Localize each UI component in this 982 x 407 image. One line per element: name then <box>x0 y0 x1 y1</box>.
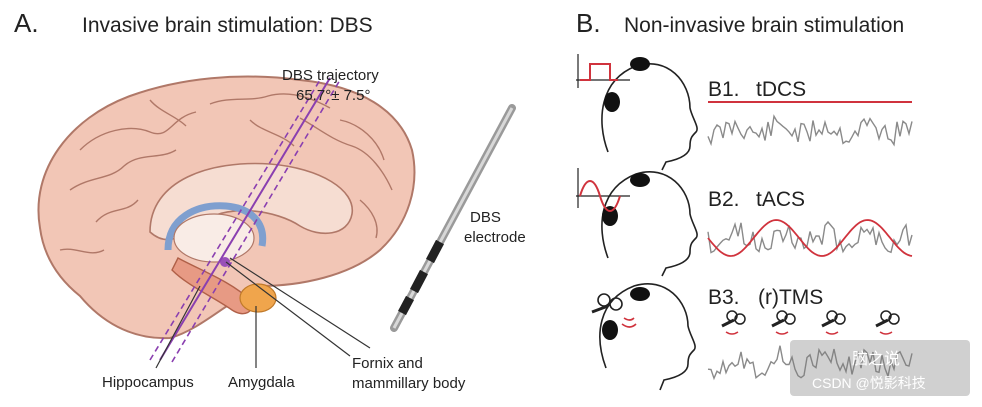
panel-a-title: Invasive brain stimulation: DBS <box>82 14 373 37</box>
mammillary-body <box>220 257 230 267</box>
label-hippocampus: Hippocampus <box>102 374 194 391</box>
b2-head <box>576 168 698 277</box>
tms-pulse-coil-icon <box>875 310 900 335</box>
b1-eeg-trace <box>707 114 913 147</box>
watermark: 脑之说 CSDN @悦影科技 <box>790 340 970 396</box>
panel-a-letter: A. <box>14 8 39 38</box>
watermark-line1: 脑之说 <box>852 350 900 368</box>
trajectory-label-line1: DBS trajectory <box>282 67 379 84</box>
electrode-label-line1: DBS <box>470 209 501 226</box>
label-fornix-line2: mammillary body <box>352 375 466 392</box>
trajectory-label-line2: 65.7°± 7.5° <box>296 87 370 104</box>
thalamus <box>173 213 255 263</box>
leader-lines <box>155 257 371 369</box>
brain-illustration <box>37 75 416 340</box>
label-fornix-line1: Fornix and <box>352 355 423 372</box>
b1-head <box>576 54 698 171</box>
b3-eeg-trace <box>707 345 913 381</box>
b2-name: tACS <box>756 188 805 211</box>
b1-electrode-top <box>630 57 650 71</box>
b2-tag: B2. <box>708 188 740 211</box>
b3-head <box>591 283 696 391</box>
b3-electrode-side <box>602 320 618 340</box>
tms-pulse-coil-icon <box>821 310 846 335</box>
tms-pulse-coil-icon <box>771 310 796 335</box>
b3-tms-coil <box>591 293 637 328</box>
b3-pulse-coils <box>721 310 900 335</box>
brain-gyri <box>59 93 393 254</box>
panel-a: A. Invasive brain stimulation: DBS <box>14 8 526 392</box>
b1-tag: B1. <box>708 78 740 101</box>
panel-b-title: Non-invasive brain stimulation <box>624 14 904 37</box>
b2-ac-sine <box>707 219 913 257</box>
watermark-line2: CSDN @悦影科技 <box>812 375 926 391</box>
amygdala <box>239 283 277 313</box>
dbs-electrode <box>390 104 516 332</box>
b2-waveform-inset <box>576 168 630 212</box>
b3-tag: B3. <box>708 286 740 309</box>
panel-b-letter: B. <box>576 8 601 38</box>
dbs-trajectory <box>149 77 341 363</box>
b2-electrode-top <box>630 173 650 187</box>
label-amygdala: Amygdala <box>228 374 295 391</box>
b3-name: (r)TMS <box>758 286 823 309</box>
b2-eeg-trace <box>707 220 913 254</box>
b1-name: tDCS <box>756 78 806 101</box>
fornix <box>164 202 267 251</box>
tms-pulse-coil-icon <box>721 310 746 335</box>
b1-waveform-inset <box>576 54 630 88</box>
b1-electrode-side <box>604 92 620 112</box>
b2-electrode-side <box>602 206 618 226</box>
b3-electrode-top <box>630 287 650 301</box>
electrode-label-line2: electrode <box>464 229 526 246</box>
panel-b: B. Non-invasive brain stimulation B1. tD… <box>576 8 913 391</box>
